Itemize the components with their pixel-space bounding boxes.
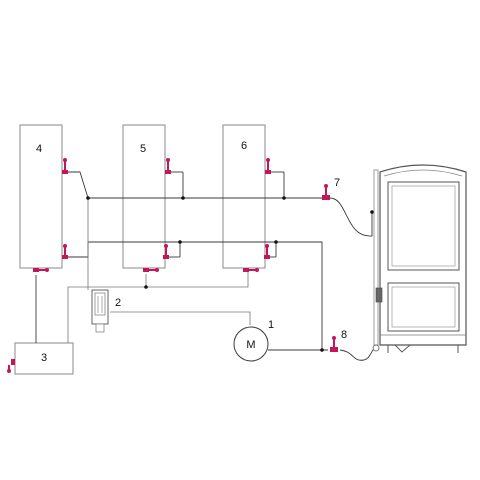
return-line-pipe (180, 241, 323, 350)
motor-symbol-label: M (246, 339, 255, 351)
valve-group (7, 158, 338, 373)
label-collector-tank: 3 (41, 352, 47, 364)
junction-node (178, 240, 182, 244)
valve-icon (322, 184, 330, 200)
valve-icon (165, 158, 171, 174)
outlet-to-vessel-pipe (329, 197, 373, 237)
collector-tank-box (14, 342, 74, 375)
label-column-6: 6 (241, 140, 247, 152)
column-5-box (122, 124, 166, 269)
valve-icon (163, 244, 169, 259)
column-6-box (222, 124, 266, 269)
label-valve-8: 8 (341, 329, 347, 341)
junction-node (320, 348, 324, 352)
valve-icon (265, 158, 271, 174)
valve-icon (33, 268, 49, 272)
motor-symbol: M (233, 326, 269, 362)
top-manifold-pipe (68, 171, 322, 199)
junction-node (274, 240, 278, 244)
column-4-box (19, 124, 63, 269)
valve-icon (330, 336, 338, 352)
label-motor: 1 (268, 319, 274, 331)
bottom-collect-pipe (67, 270, 249, 343)
junction-node (282, 196, 286, 200)
valve-icon (7, 359, 15, 373)
valve-icon (62, 244, 68, 259)
valve-icon (143, 268, 159, 272)
label-column-5: 5 (140, 143, 146, 155)
valve-icon (264, 244, 270, 259)
label-column-4: 4 (36, 143, 42, 155)
valve-icon (62, 158, 68, 174)
valve8-to-vessel-pipe (339, 347, 379, 361)
junction-node (370, 210, 374, 214)
pump-to-motor-pipe (110, 311, 251, 325)
junction-node (181, 196, 185, 200)
junction-node (144, 285, 148, 289)
valve-icon (243, 268, 259, 272)
pump-unit (91, 289, 109, 333)
junction-node (86, 196, 90, 200)
storage-vessel (372, 164, 467, 353)
label-valve-7: 7 (334, 177, 340, 189)
label-pump-unit: 2 (115, 297, 121, 309)
